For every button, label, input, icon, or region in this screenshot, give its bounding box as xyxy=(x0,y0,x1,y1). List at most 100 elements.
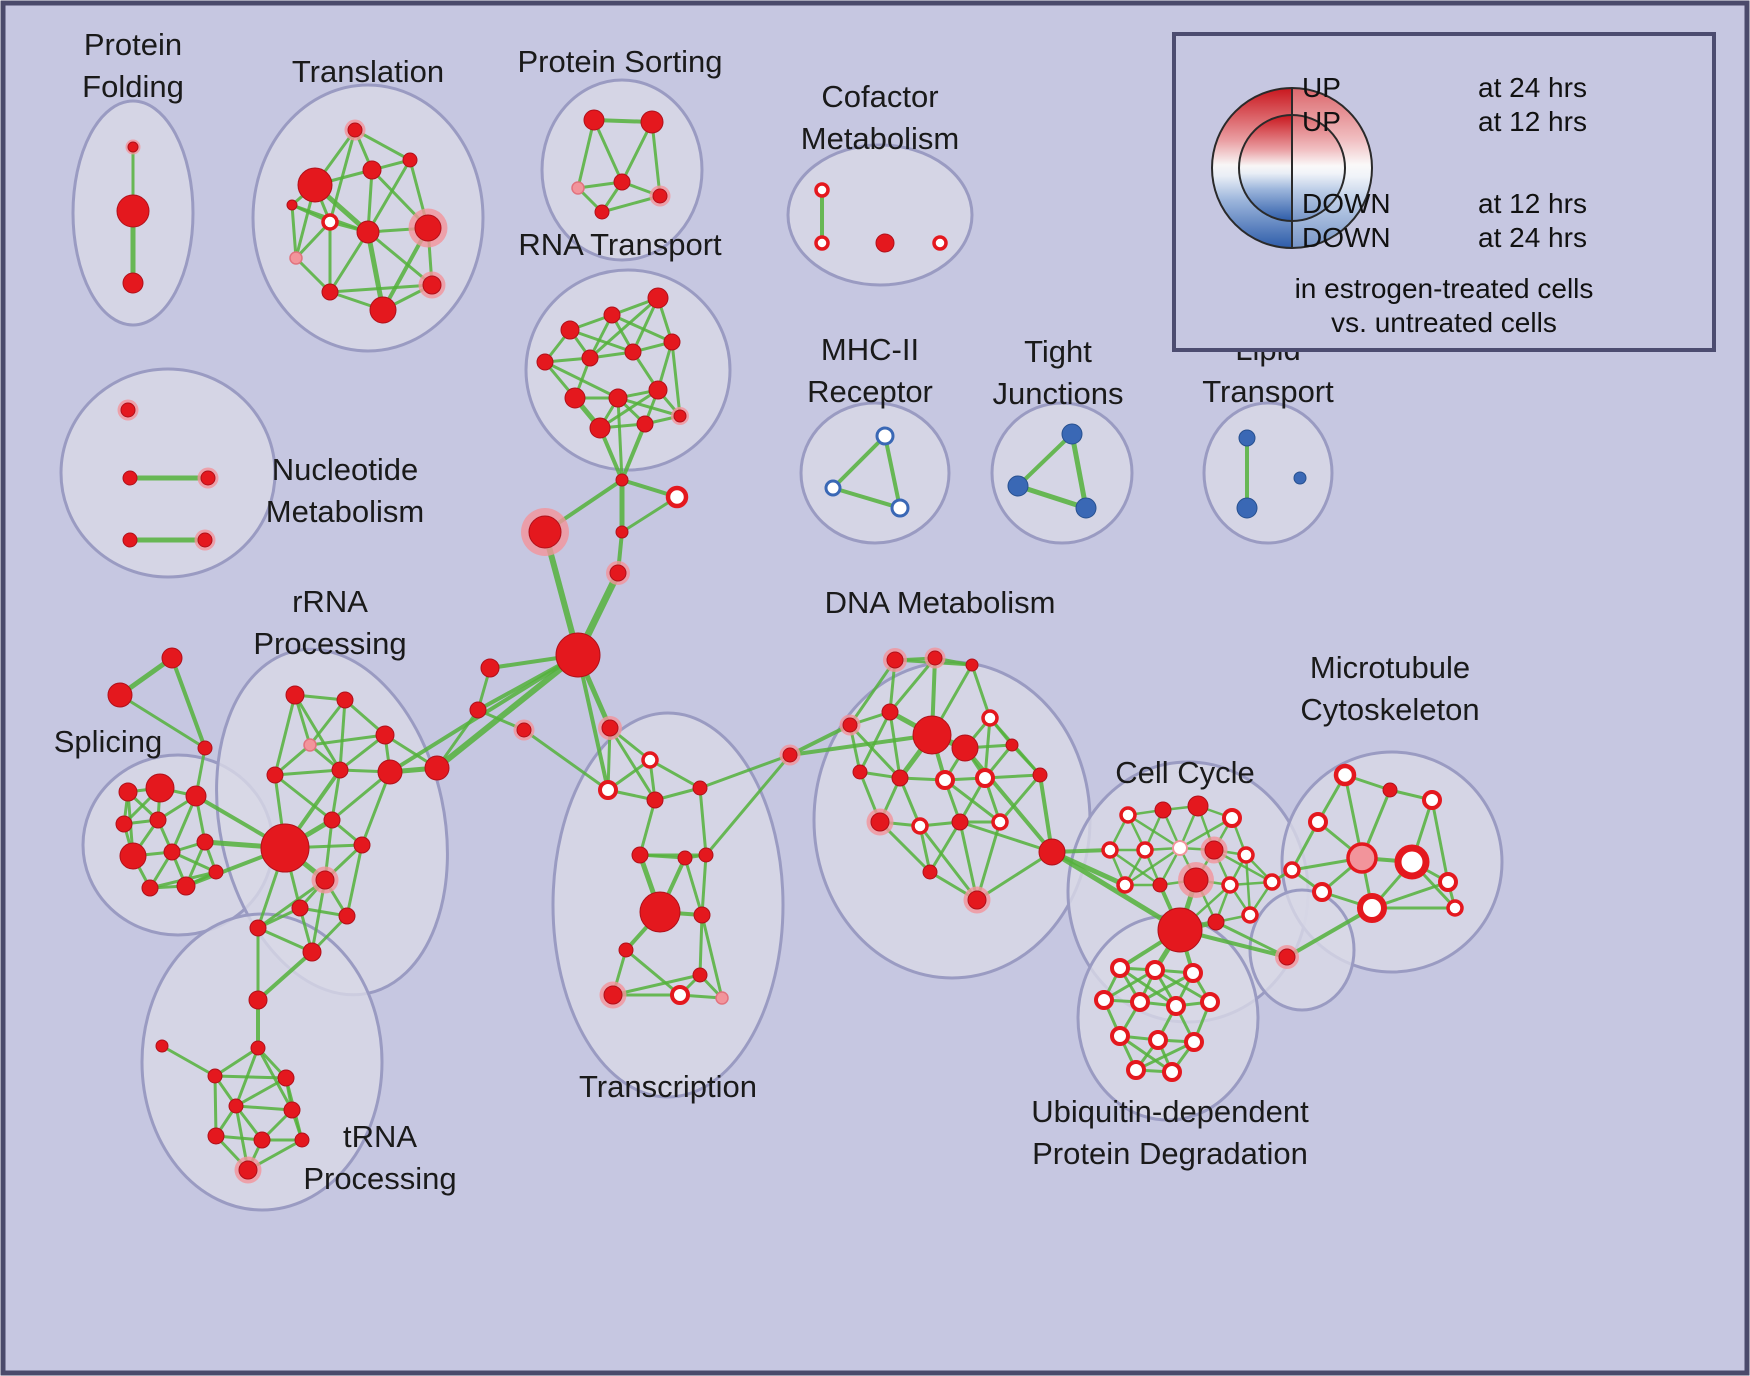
node-t11 xyxy=(286,199,298,211)
node-d3 xyxy=(839,714,861,736)
node-rr11 xyxy=(291,899,309,917)
network-edge xyxy=(831,486,902,510)
network-edge xyxy=(888,710,902,780)
node-cc2 xyxy=(1187,795,1209,817)
legend-caption-line2: vs. untreated cells xyxy=(1331,307,1557,338)
node-tr3 xyxy=(207,1068,223,1084)
node-tj0 xyxy=(1061,423,1083,445)
node-t0 xyxy=(344,119,366,141)
node-u3 xyxy=(1094,990,1114,1010)
node-x5 xyxy=(631,846,649,864)
network-edge xyxy=(698,913,704,977)
node-ps5 xyxy=(594,204,610,220)
node-pf0 xyxy=(125,139,141,155)
node-cm0 xyxy=(814,182,830,198)
node-t2 xyxy=(362,160,382,180)
node-rrx xyxy=(424,755,450,781)
network-edge xyxy=(576,118,596,190)
node-ps2 xyxy=(571,181,585,195)
network-edge xyxy=(328,128,357,224)
legend-up-24-time: at 24 hrs xyxy=(1478,72,1587,103)
node-st2 xyxy=(197,740,213,756)
node-cc12 xyxy=(1221,876,1239,894)
node-h4 xyxy=(606,561,630,585)
network-edge xyxy=(434,652,581,771)
node-rr0 xyxy=(285,685,305,705)
node-r10 xyxy=(589,417,611,439)
node-ps0 xyxy=(583,109,605,131)
node-cc9 xyxy=(1116,876,1134,894)
node-r12 xyxy=(671,407,689,425)
node-x9 xyxy=(618,942,634,958)
node-t8 xyxy=(321,283,339,301)
node-r9 xyxy=(648,380,668,400)
node-d12 xyxy=(975,768,995,788)
node-u1 xyxy=(1145,960,1165,980)
network-edge xyxy=(568,328,635,354)
node-x4 xyxy=(692,780,708,796)
node-sp2 xyxy=(185,785,207,807)
node-mc1 xyxy=(1382,782,1398,798)
node-d2 xyxy=(965,658,979,672)
node-mc5 xyxy=(1394,844,1430,880)
network-edge xyxy=(366,230,434,287)
node-m0 xyxy=(875,426,895,446)
node-rr2 xyxy=(375,725,395,745)
node-tr2 xyxy=(250,1040,266,1056)
node-d6 xyxy=(951,734,979,762)
cluster-rna-transport xyxy=(524,268,732,472)
node-r7 xyxy=(564,387,586,409)
node-sp8 xyxy=(141,879,159,897)
node-cc5 xyxy=(1136,841,1154,859)
node-mcb0 xyxy=(1283,861,1301,879)
network-edge xyxy=(234,1076,288,1108)
node-h2 xyxy=(521,508,569,556)
node-h1 xyxy=(665,485,689,509)
node-t3 xyxy=(402,152,418,168)
network-edge xyxy=(650,120,662,198)
node-mc6 xyxy=(1438,872,1458,892)
network-edge xyxy=(958,820,1054,854)
node-f0 xyxy=(480,658,500,678)
network-edge xyxy=(170,656,207,750)
node-tr8 xyxy=(253,1131,271,1149)
network-edge xyxy=(683,856,704,917)
network-edge xyxy=(670,340,682,418)
network-edge xyxy=(273,773,334,822)
node-tj1 xyxy=(1007,475,1029,497)
node-t6 xyxy=(356,220,380,244)
node-t1 xyxy=(297,167,333,203)
network-edge xyxy=(1153,968,1212,1004)
network-edge xyxy=(963,746,1054,854)
legend-caption-line1: in estrogen-treated cells xyxy=(1295,273,1594,304)
node-cm1 xyxy=(814,235,830,251)
node-rr1 xyxy=(336,691,354,709)
node-rr6 xyxy=(377,759,403,785)
node-pf1 xyxy=(116,194,150,228)
network-edge xyxy=(345,843,364,918)
node-mc2 xyxy=(1422,790,1442,810)
network-edge xyxy=(273,768,342,777)
network-edge xyxy=(1134,1040,1196,1072)
node-sp1 xyxy=(145,773,175,803)
node-t7 xyxy=(408,208,448,248)
node-cc14 xyxy=(1207,913,1225,931)
node-f2 xyxy=(513,719,535,741)
node-u6 xyxy=(1200,992,1220,1012)
node-n2 xyxy=(197,467,219,489)
network-edge xyxy=(1069,431,1089,511)
node-sp6 xyxy=(163,843,181,861)
node-cc1 xyxy=(1154,801,1172,819)
network-edge xyxy=(1015,483,1089,511)
node-r1 xyxy=(603,306,621,324)
node-ps3 xyxy=(613,173,631,191)
node-c0 xyxy=(1038,838,1066,866)
network-edge xyxy=(608,726,657,802)
node-n3 xyxy=(122,532,138,548)
node-d18 xyxy=(922,864,938,880)
node-d15 xyxy=(911,817,929,835)
node-d8 xyxy=(1005,738,1019,752)
